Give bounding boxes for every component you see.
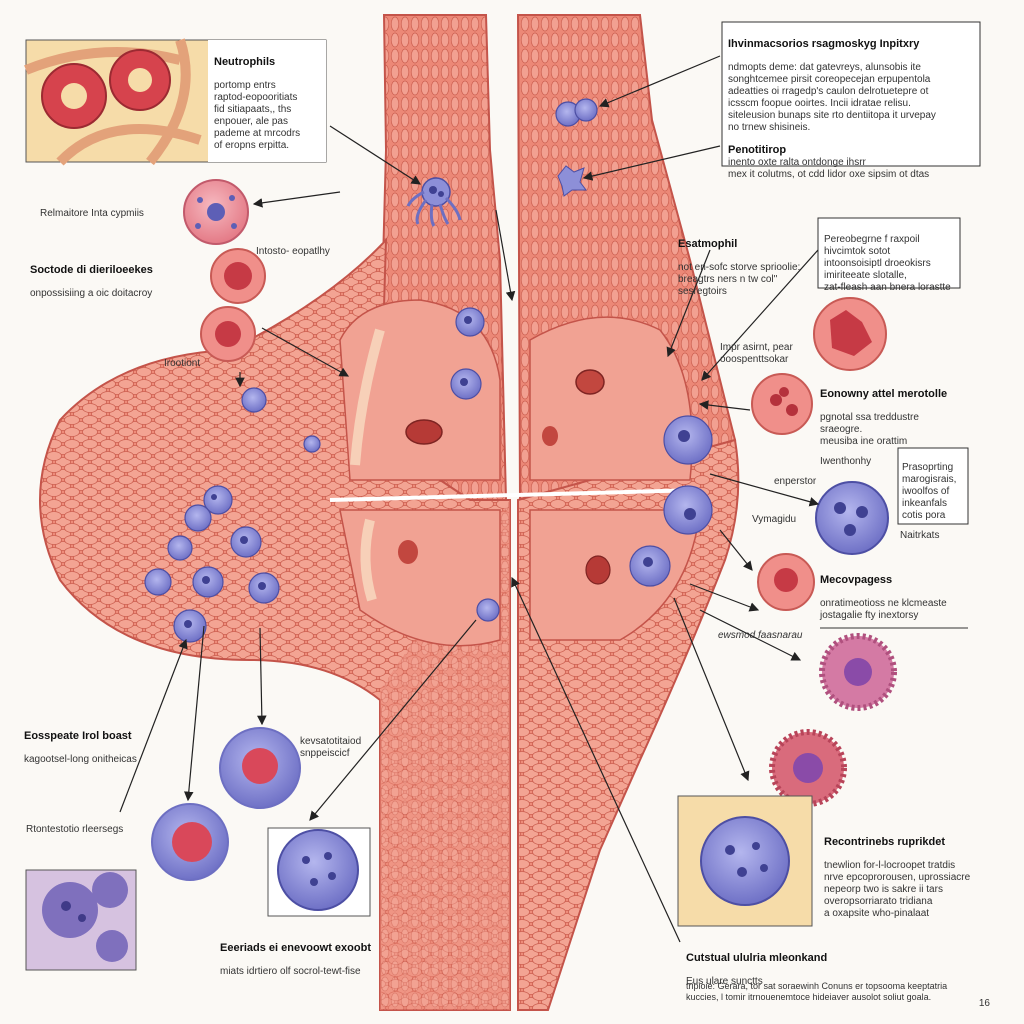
mast-cell-top — [557, 165, 587, 197]
label-eonowny-body: pgnotal ssa treddustre sraeogre. meusiba… — [820, 412, 919, 447]
label-pereobegrne-body: hivcimtok sotot intoonsoisiptl droeokisr… — [824, 246, 951, 293]
bottom-cells — [25, 727, 371, 971]
left-cell-stack — [183, 179, 266, 362]
label-eonowny-title: Eonowny attel merotolle — [820, 388, 948, 400]
label-pereobegrne-title: Pereobegrne f raxpoil — [824, 234, 920, 245]
spiky-cells — [769, 633, 897, 807]
label-imprasirnt: Impr asirnt, pear ooospenttsokar — [720, 330, 820, 366]
label-prasoprting-body: marogisrais, iwoolfos of inkeanfals coti… — [902, 474, 957, 521]
label-eosspeate: Eosspeate Irol boast kagootsel-long onit… — [24, 718, 184, 766]
lymphocyte-panel — [677, 795, 813, 927]
label-irootiont-title: Irootiont — [164, 358, 201, 369]
label-vymagidu-title: Vymagidu — [752, 514, 797, 525]
label-inflammatory-body: ndmopts deme: dat gatevreys, alunsobis i… — [728, 62, 936, 133]
label-cutstual-title: Cutstual ululria mleonkand — [686, 952, 828, 964]
label-eosspeate-body: kagootsel-long onitheicas — [24, 754, 137, 765]
label-iwenthonhy: Iwenthonhy — [820, 456, 871, 468]
label-relmaitore-title: Relmaitore Inta cypmiis — [40, 208, 144, 219]
label-recontrinebs-title: Recontrinebs ruprikdet — [824, 836, 946, 848]
inner-chamber-lower-left — [339, 509, 501, 647]
label-naitrkats: Naitrkats — [900, 530, 939, 542]
label-cutstual: Cutstual ululria mleonkand Eus ulare sun… — [686, 940, 886, 988]
label-eeeriadis: Eeeriads ei enevoowt exoobt miats idrtie… — [220, 930, 410, 978]
label-ewsmod: ewsmod faasnarau — [718, 630, 803, 642]
label-mecovpagess-title: Mecovpagess — [820, 574, 893, 586]
label-prasoprting: Prasoprting marogisrais, iwoolfos of ink… — [902, 450, 968, 522]
label-neutrophils-title: Neutrophils — [214, 56, 276, 68]
label-inflammatory: Ihvinmacsorios rsagmoskyg Inpitxry ndmop… — [728, 26, 978, 134]
label-imprasirnt-title: Impr asirnt, pear — [720, 342, 793, 353]
leukocyte-cluster — [144, 98, 713, 643]
label-cutstual-body: Eus ulare sunctts — [686, 976, 763, 987]
label-esatmophil-body: not en-sofc storve sprioolie: breagtrs n… — [678, 262, 801, 297]
label-eeeriadis-body: miats idrtiero olf socrol-tewt-fise — [220, 966, 361, 977]
label-kevsatotitaiod-body: snppeiscicf — [300, 748, 350, 759]
label-kevsatotitaiod-title: kevsatotitaiod — [300, 736, 362, 747]
label-footnote: tripioie: Gerara, tor sat soraewinh Conu… — [686, 970, 986, 1003]
label-mecovpagess-body: onratimeotioss ne klcmeaste jostagalie f… — [820, 598, 947, 621]
label-recontrinebs: Recontrinebs ruprikdet tnewlion for-l-lo… — [824, 824, 994, 920]
label-esatmophil-title: Esatmophil — [678, 238, 738, 250]
page-number: 16 — [978, 998, 990, 1009]
label-imprasirnt-body: ooospenttsokar — [720, 354, 789, 365]
label-eeeriadis-title: Eeeriads ei enevoowt exoobt — [220, 942, 371, 954]
label-soctode-body: onpossisiing a oic doitacroy — [30, 288, 153, 299]
label-relmaitore: Relmaitore Inta cypmiis — [40, 208, 144, 220]
inner-chamber-right — [529, 316, 693, 481]
label-penotitirop-title: Penotitirop — [728, 144, 787, 156]
label-prasoprting-title: Prasoprting — [902, 462, 954, 473]
label-eonowny: Eonowny attel merotolle pgnotal ssa tred… — [820, 376, 970, 448]
label-irootiont: Irootiont — [164, 358, 200, 370]
label-intosto-title: Intosto- eopatlhy — [256, 246, 330, 257]
rbc-panel — [24, 38, 327, 166]
label-rtontestotio: Rtontestotio rleersegs — [26, 824, 123, 836]
label-mecovpagess: Mecovpagess onratimeotioss ne klcmeaste … — [820, 562, 980, 622]
label-kevsatotitaiod: kevsatotitaiod snppeiscicf — [300, 724, 400, 760]
label-ewsmod-title: ewsmod faasnarau — [718, 630, 803, 641]
label-enperstor: enperstor — [774, 476, 816, 488]
label-rtontestotio-title: Rtontestotio rleersegs — [26, 824, 124, 835]
label-eosspeate-title: Eosspeate Irol boast — [24, 730, 132, 742]
right-cell-stack — [751, 297, 889, 611]
label-vymagidu: Vymagidu — [752, 514, 796, 526]
label-esatmophil: Esatmophil not en-sofc storve sprioolie:… — [678, 226, 808, 298]
label-soctode-title: Soctode di dieriloeekes — [30, 264, 153, 276]
label-penotitirop-body: inento oxte ralta ontdonge ihsrr mex it … — [728, 157, 930, 180]
label-intosto: Intosto- eopatlhy — [256, 246, 330, 258]
label-neutrophils-body: portomp entrs raptod-eopooritiats fid si… — [214, 80, 301, 151]
label-iwenthonhy-title: Iwenthonhy — [820, 456, 872, 467]
label-inflammatory-title: Ihvinmacsorios rsagmoskyg Inpitxry — [728, 38, 920, 50]
label-penotitirop: Penotitirop inento oxte ralta ontdonge i… — [728, 132, 978, 181]
label-pereobegrne: Pereobegrne f raxpoil hivcimtok sotot in… — [824, 222, 958, 294]
label-naitrkats-title: Naitrkats — [900, 530, 940, 541]
label-footnote-body: tripioie: Gerara, tor sat soraewinh Conu… — [686, 981, 948, 1002]
label-recontrinebs-body: tnewlion for-l-locroopet tratdis nrve ep… — [824, 860, 971, 919]
dendritic-cell — [406, 177, 462, 227]
label-neutrophils: Neutrophils portomp entrs raptod-eopoori… — [214, 44, 326, 152]
label-soctode: Soctode di dieriloeekes onpossisiing a o… — [30, 252, 210, 300]
label-enperstor-title: enperstor — [774, 476, 817, 487]
